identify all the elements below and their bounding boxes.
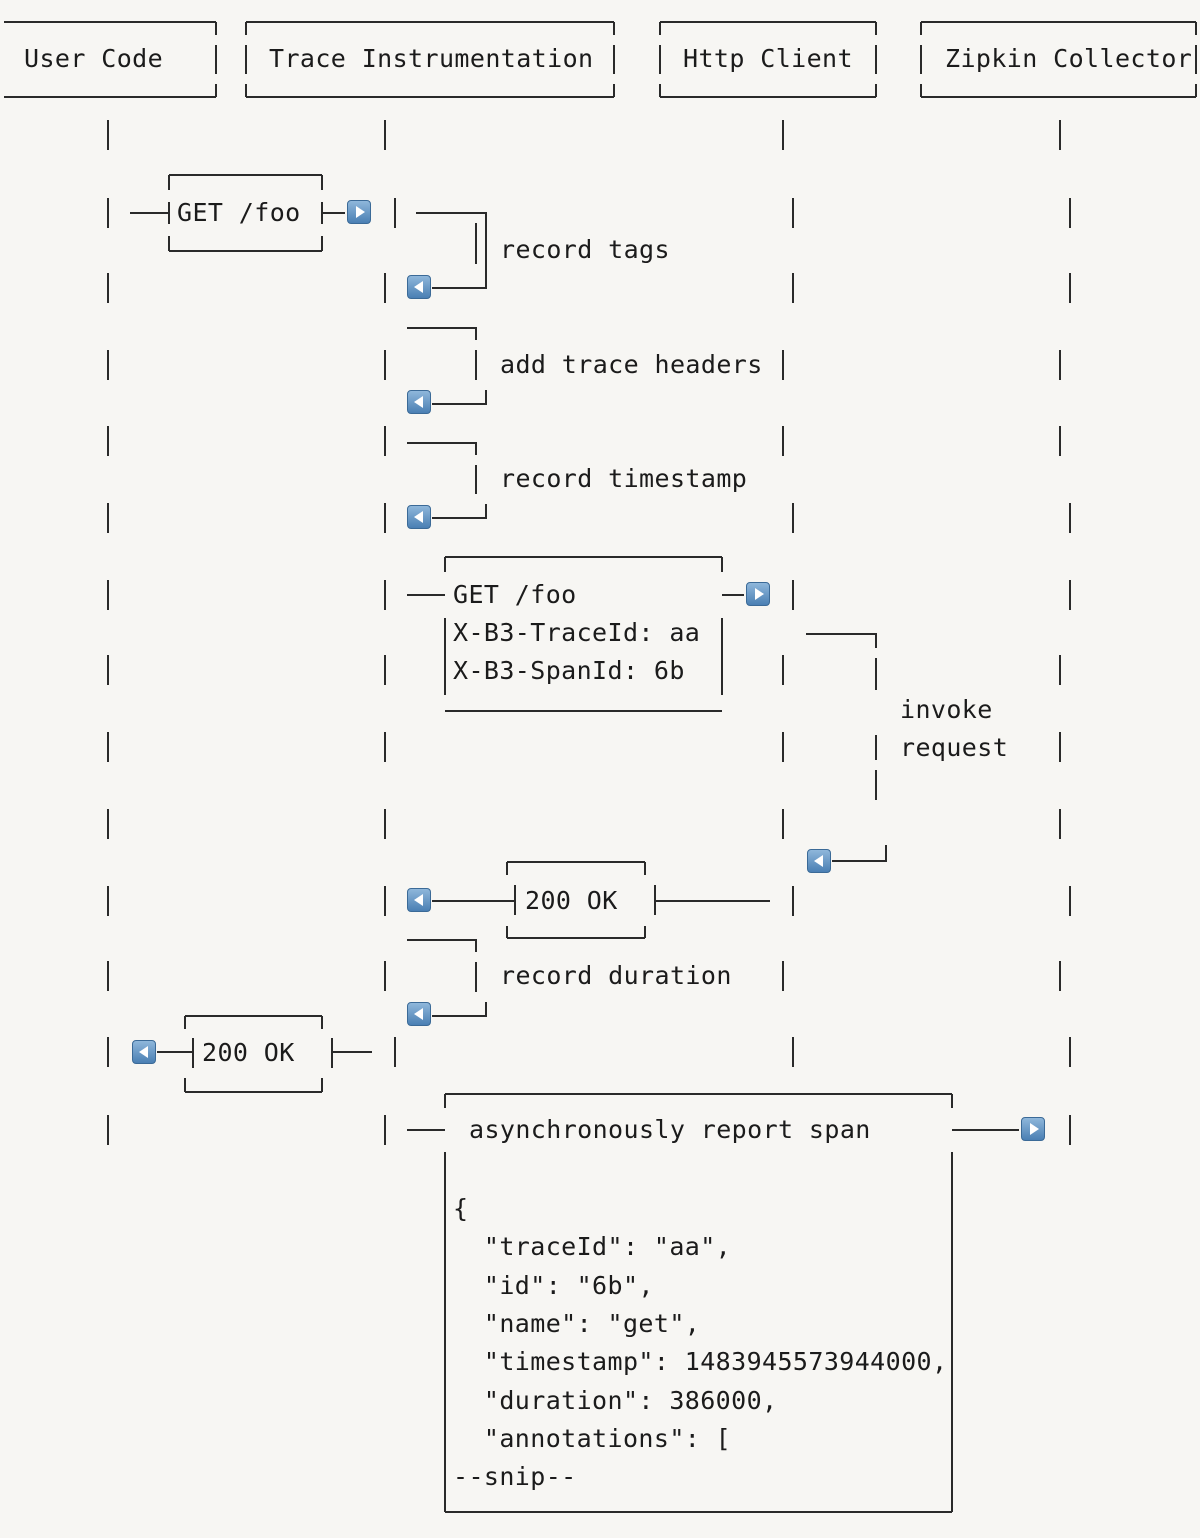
span-json-line: --snip-- (453, 1462, 577, 1491)
note-request: request (900, 733, 1009, 762)
request-line-trace-id: X-B3-TraceId: aa (453, 618, 701, 647)
arrow-left-icon (407, 505, 431, 529)
participant-zipkin-collector: Zipkin Collector (945, 44, 1193, 73)
span-json-line: "annotations": [ (453, 1424, 732, 1453)
loop-record-timestamp (407, 442, 477, 455)
arrow-left-icon (407, 888, 431, 912)
message-report-span: asynchronously report span (469, 1115, 871, 1144)
message-get-foo: GET /foo (177, 198, 301, 227)
loop-add-headers (407, 327, 477, 340)
span-json-line: { (453, 1194, 469, 1223)
arrow-left-icon (407, 275, 431, 299)
arrow-right-icon (746, 582, 770, 606)
loop-add-headers (432, 390, 487, 405)
loop-invoke-request (806, 633, 877, 648)
message-200-ok-user: 200 OK (202, 1038, 295, 1067)
loop-invoke-request (832, 845, 887, 862)
span-json-line: "name": "get", (453, 1309, 701, 1338)
loop-record-duration (432, 1002, 487, 1017)
span-json-line: "id": "6b", (453, 1271, 654, 1300)
request-line-span-id: X-B3-SpanId: 6b (453, 656, 685, 685)
arrow-right-icon (1021, 1117, 1045, 1141)
participant-http-client: Http Client (683, 44, 853, 73)
arrow-left-icon (807, 849, 831, 873)
loop-record-tags (416, 212, 487, 289)
loop-record-duration (407, 939, 477, 952)
note-record-timestamp: record timestamp (500, 464, 748, 493)
request-line-method: GET /foo (453, 580, 577, 609)
span-json-line: "timestamp": 1483945573944000, (453, 1347, 948, 1376)
note-record-tags: record tags (500, 235, 670, 264)
arrow-left-icon (407, 390, 431, 414)
loop-record-timestamp (432, 504, 487, 519)
participant-trace-instrumentation: Trace Instrumentation (269, 44, 594, 73)
message-200-ok-client: 200 OK (525, 886, 618, 915)
span-json-line: "traceId": "aa", (453, 1232, 732, 1261)
note-record-duration: record duration (500, 961, 732, 990)
arrow-right-icon (347, 200, 371, 224)
arrow-left-icon (132, 1040, 156, 1064)
arrow-left-icon (407, 1002, 431, 1026)
participant-user-code: User Code (24, 44, 164, 73)
note-invoke: invoke (900, 695, 993, 724)
note-add-trace-headers: add trace headers (500, 350, 763, 379)
span-json-line: "duration": 386000, (453, 1386, 778, 1415)
